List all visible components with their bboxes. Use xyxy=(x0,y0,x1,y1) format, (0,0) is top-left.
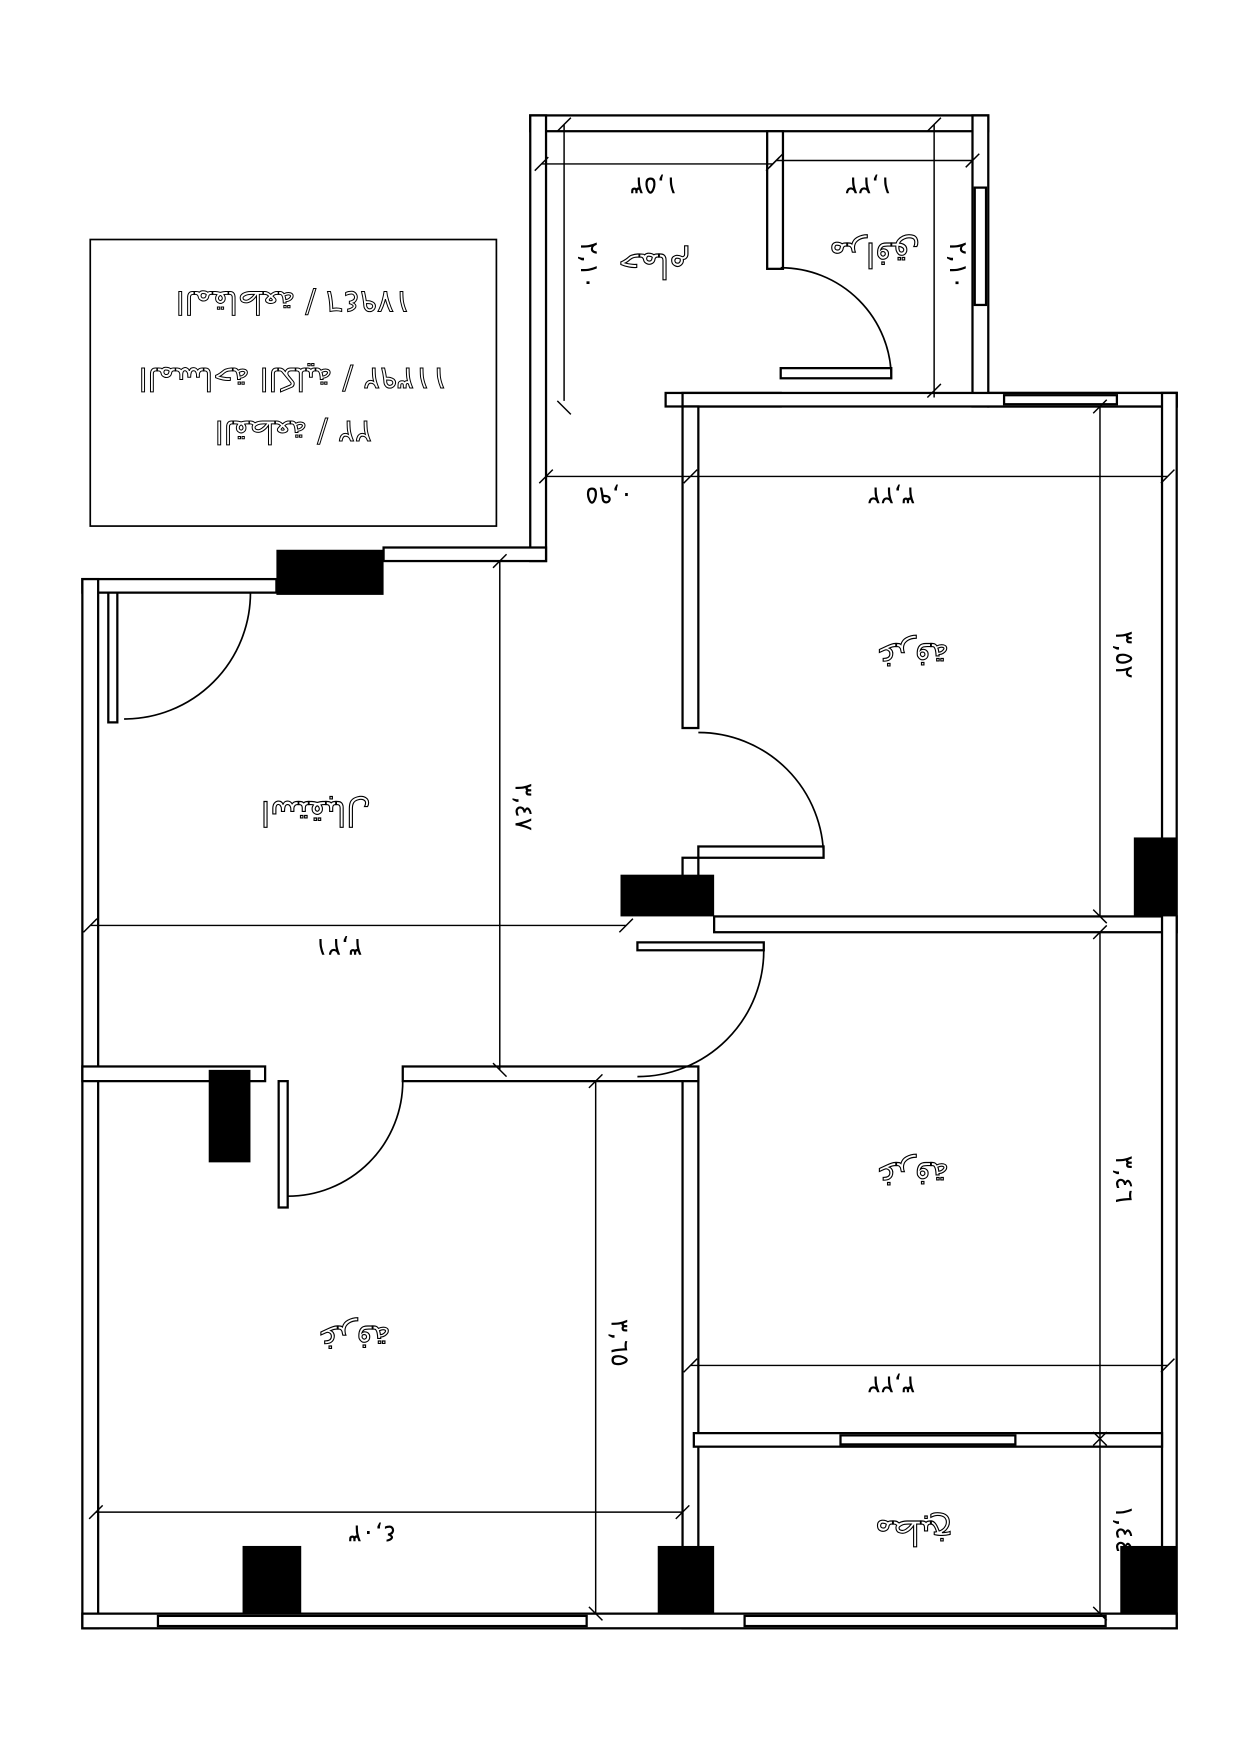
door-swings xyxy=(124,266,893,1198)
room-label-reception: استقبال xyxy=(261,793,371,832)
dim-label: ٤,٠٣ xyxy=(348,1520,396,1549)
room-label-annex-left: حمام xyxy=(618,245,690,285)
window xyxy=(743,1614,1107,1628)
dim-label: ٢,١٠ xyxy=(944,242,973,290)
dim-label: ٠,٩٥ xyxy=(585,482,633,511)
room-label-annex-right: مرافق xyxy=(829,234,920,274)
dimension-labels: ١,٥٣ ١,٢٢ ٢,١٠ ٢,١٠ ٠,٩٥ ٣,٢٢ ٣,٥٢ ٣,٤٧ … xyxy=(315,171,1139,1552)
columns xyxy=(208,549,1177,1614)
info-line-3: المقاطعة / ١٧٩٤٦ xyxy=(176,283,411,319)
dim-label: ١,٤٤ xyxy=(1110,1505,1139,1553)
room-label-bedroom-top: غرفة xyxy=(878,634,949,674)
dim-label: ١,٥٣ xyxy=(630,171,678,200)
dim-label: ١,٢٢ xyxy=(845,171,893,200)
info-line-2: المساحة الكلية / ١١٣٩٢ xyxy=(139,360,448,396)
dimension-lines xyxy=(82,117,1175,1621)
window xyxy=(156,1614,588,1628)
dim-label: ٣,٤٦ xyxy=(1110,1155,1139,1203)
dim-label: ٣,٢١ xyxy=(315,933,363,962)
dim-label: ٣,٤٧ xyxy=(510,783,539,831)
window xyxy=(1002,394,1119,406)
room-label-bedroom-middle: غرفة xyxy=(878,1153,949,1193)
walls xyxy=(81,114,1178,1630)
door-leaf xyxy=(636,941,765,952)
door-leaf xyxy=(277,1080,289,1209)
info-box: القطعة / ٢٢ المساحة الكلية / ١١٣٩٢ المقا… xyxy=(89,238,498,527)
dim-label: ٢,١٠ xyxy=(575,242,604,290)
room-labels: حمام مرافق استقبال غرفة غرفة غرفة مطبخ xyxy=(260,233,953,1552)
room-label-kitchen: مطبخ xyxy=(875,1512,953,1552)
dim-label: ٣,٥٢ xyxy=(1110,631,1139,679)
room-label-bedroom-left: غرفة xyxy=(320,1317,391,1357)
door-leaf xyxy=(107,591,119,724)
window xyxy=(973,186,988,307)
dim-label: ٣,٦٥ xyxy=(605,1319,634,1367)
info-line-1: القطعة / ٢٢ xyxy=(215,413,372,449)
door-leaf xyxy=(697,845,825,859)
dim-label: ٣,٢٢ xyxy=(867,482,915,511)
window xyxy=(839,1434,1017,1446)
dim-label: ٣,٢٢ xyxy=(867,1371,915,1400)
door-leaf xyxy=(779,366,893,380)
